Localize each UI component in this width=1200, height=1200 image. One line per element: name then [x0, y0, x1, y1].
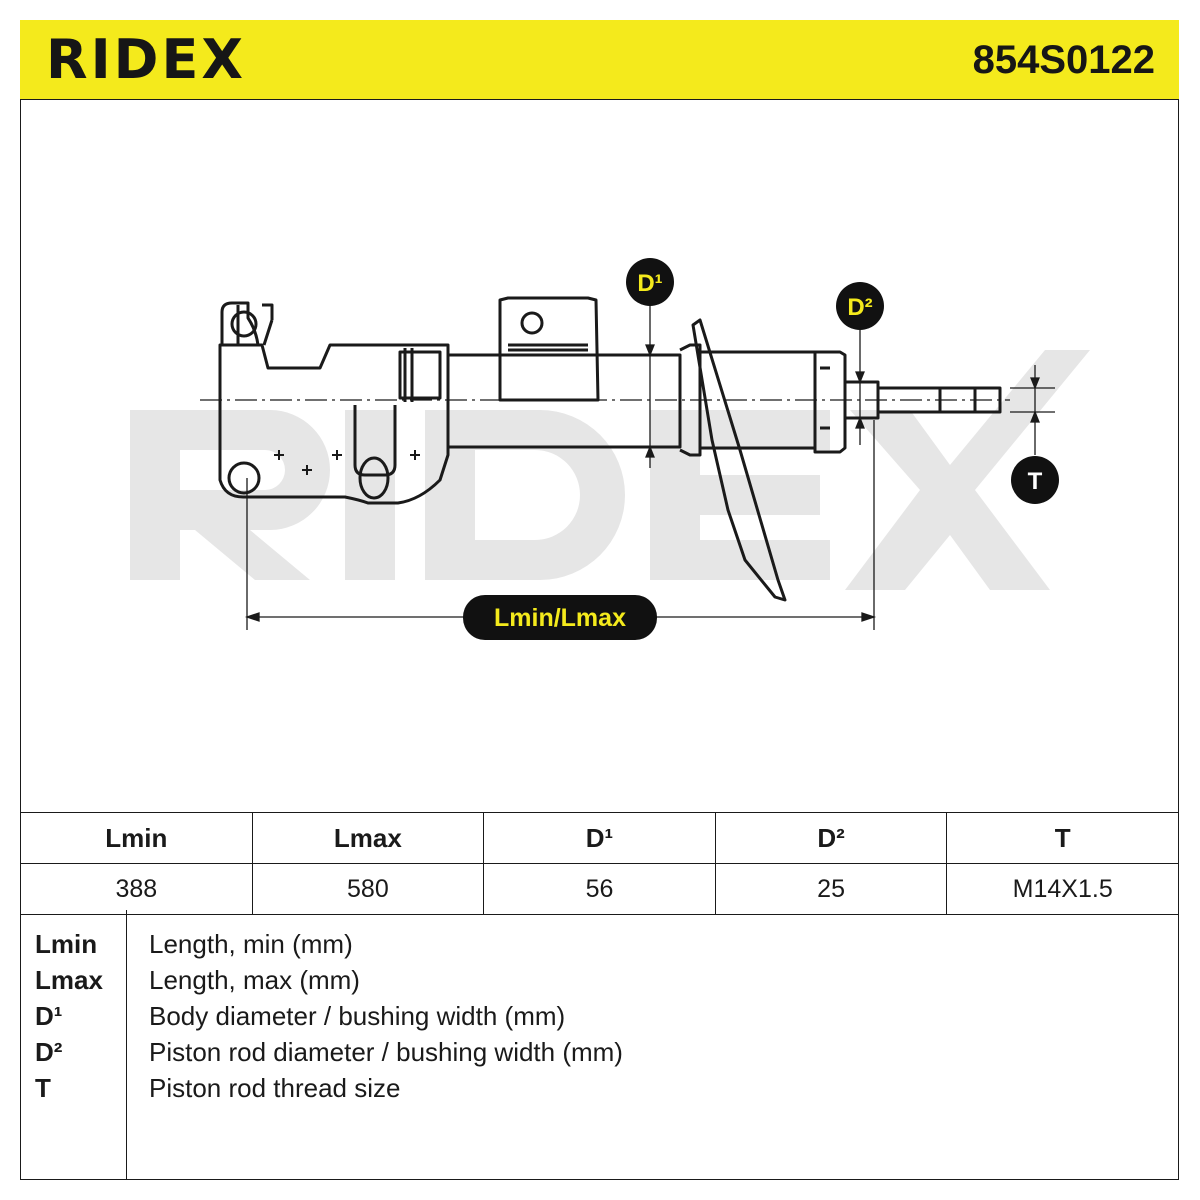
- value-lmin: 388: [20, 863, 253, 915]
- shock-absorber-drawing: D¹ D² T Lmin/Lmax: [130, 258, 1090, 640]
- legend-item: D¹ Body diameter / bushing width (mm): [21, 998, 1178, 1034]
- d1-callout: D¹: [626, 258, 674, 306]
- legend-item: Lmin Length, min (mm): [21, 926, 1178, 962]
- legend-desc: Length, max (mm): [149, 965, 360, 995]
- col-header-d1: D¹: [483, 812, 716, 864]
- col-header-lmax: Lmax: [251, 812, 485, 864]
- legend-key: T: [35, 1073, 51, 1103]
- spec-value-row: 388 580 56 25 M14X1.5: [20, 863, 1179, 915]
- part-number: 854S0122: [972, 38, 1155, 82]
- legend-item: Lmax Length, max (mm): [21, 962, 1178, 998]
- spec-table: Lmin Lmax D¹ D² T 388 580 56 25 M14X1.5: [20, 812, 1179, 915]
- col-header-lmin: Lmin: [20, 812, 253, 864]
- svg-text:D¹: D¹: [637, 270, 662, 297]
- spec-header-row: Lmin Lmax D¹ D² T: [20, 812, 1179, 864]
- legend-desc: Length, min (mm): [149, 929, 353, 959]
- value-d2: 25: [714, 863, 948, 915]
- legend-item: T Piston rod thread size: [21, 1070, 1178, 1106]
- svg-text:T: T: [1028, 468, 1043, 495]
- shock-body: [218, 296, 1002, 602]
- legend-key: D¹: [35, 1001, 63, 1031]
- col-header-t: T: [946, 812, 1179, 864]
- col-header-d2: D²: [714, 812, 948, 864]
- value-d1: 56: [483, 863, 716, 915]
- svg-text:D²: D²: [847, 294, 872, 321]
- value-lmax: 580: [251, 863, 485, 915]
- t-callout: T: [1011, 456, 1059, 504]
- header-bar: RIDEX 854S0122: [20, 20, 1179, 100]
- legend: Lmin Length, min (mm) Lmax Length, max (…: [20, 910, 1179, 1180]
- legend-desc: Body diameter / bushing width (mm): [149, 1001, 566, 1031]
- watermark: [130, 350, 1090, 590]
- legend-key: Lmax: [35, 965, 103, 995]
- length-callout: Lmin/Lmax: [463, 595, 657, 640]
- brand-logo: RIDEX: [46, 28, 247, 91]
- legend-key: D²: [35, 1037, 63, 1067]
- svg-text:Lmin/Lmax: Lmin/Lmax: [494, 604, 626, 632]
- value-t: M14X1.5: [946, 863, 1179, 915]
- legend-key: Lmin: [35, 929, 98, 959]
- legend-divider: [126, 910, 127, 1179]
- d2-callout: D²: [836, 282, 884, 330]
- legend-item: D² Piston rod diameter / bushing width (…: [21, 1034, 1178, 1070]
- legend-desc: Piston rod diameter / bushing width (mm): [149, 1037, 623, 1067]
- crosshair-marks: [274, 450, 420, 475]
- legend-desc: Piston rod thread size: [149, 1073, 401, 1103]
